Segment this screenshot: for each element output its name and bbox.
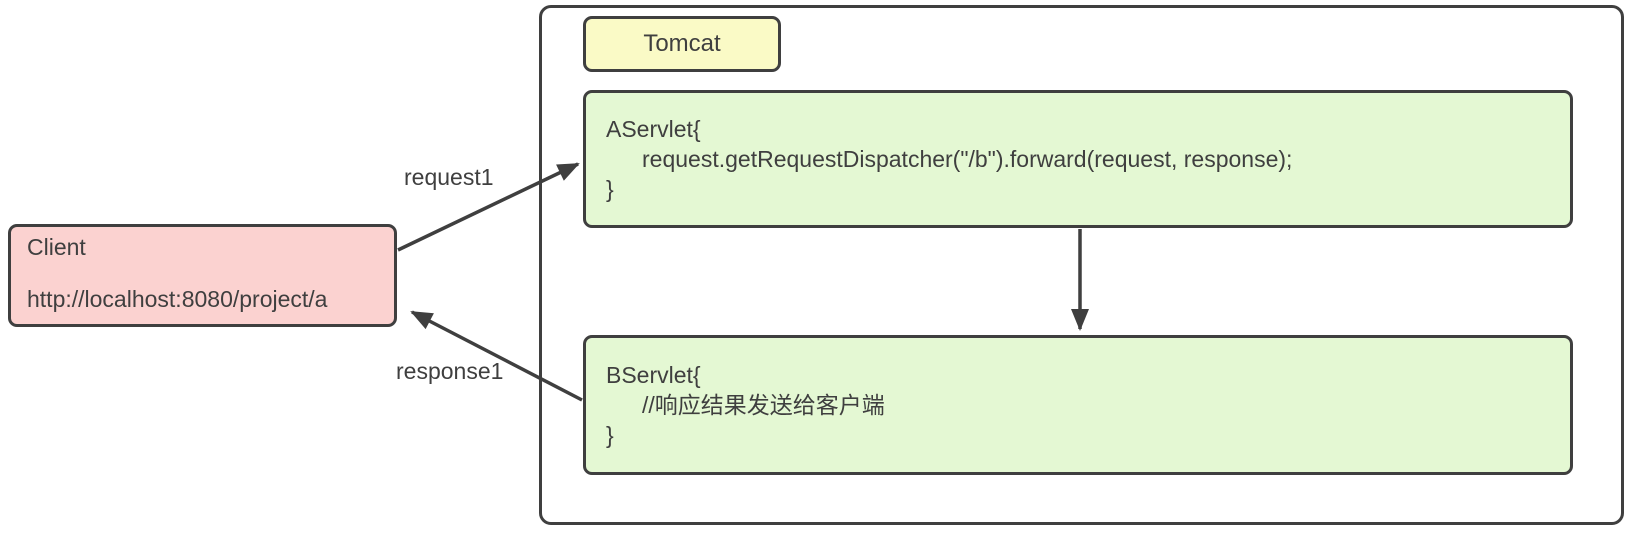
request-label: request1 [404,164,494,190]
client-title: Client [27,234,86,260]
code-line: } [606,176,614,202]
code-line: //响应结果发送给客户端 [642,392,885,418]
client-box: Client http://localhost:8080/project/a [8,224,397,327]
tomcat-label-text: Tomcat [643,30,721,57]
code-line: } [606,422,614,448]
bservlet-box: BServlet{ //响应结果发送给客户端 } [583,335,1573,475]
code-line: BServlet{ [606,362,701,388]
tomcat-label: Tomcat [583,16,781,72]
client-url: http://localhost:8080/project/a [27,286,328,312]
code-line: request.getRequestDispatcher("/b").forwa… [642,146,1293,172]
code-line: AServlet{ [606,116,701,142]
tomcat-container [539,5,1624,525]
aservlet-box: AServlet{ request.getRequestDispatcher("… [583,90,1573,228]
response-label: response1 [396,358,504,384]
